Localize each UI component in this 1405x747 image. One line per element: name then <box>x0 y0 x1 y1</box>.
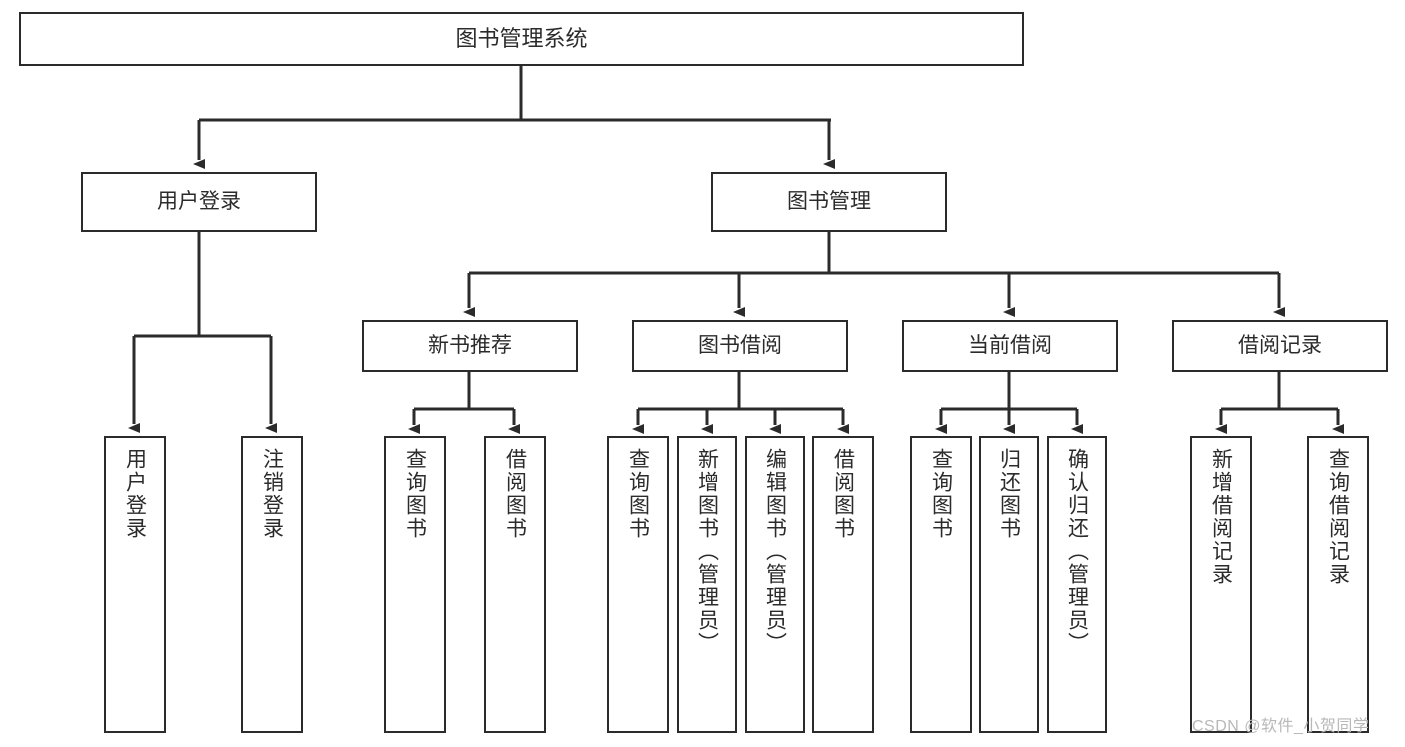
node-label: 用户登录 <box>157 189 241 213</box>
node-new-book-recommend[interactable]: 新书推荐 <box>362 320 578 372</box>
leaf-node-query-book-newbook[interactable]: 查询图书 <box>384 436 446 733</box>
node-label: 借阅图书 <box>503 448 527 540</box>
node-book-borrow[interactable]: 图书借阅 <box>632 320 848 372</box>
node-label: 查询图书 <box>626 448 650 540</box>
node-label: 编辑图书（管理员） <box>763 448 787 655</box>
node-label: 新增图书（管理员） <box>695 448 719 655</box>
node-label: 归还图书 <box>997 448 1021 540</box>
node-user-login[interactable]: 用户登录 <box>81 172 317 232</box>
node-label: 查询图书 <box>403 448 427 540</box>
leaf-node-borrow-book-newbook[interactable]: 借阅图书 <box>484 436 546 733</box>
node-label: 图书管理 <box>787 189 871 213</box>
node-label: 图书管理系统 <box>455 26 588 52</box>
node-label: 借阅图书 <box>831 448 855 540</box>
leaf-node-user-login[interactable]: 用户登录 <box>104 436 166 733</box>
node-label: 借阅记录 <box>1238 333 1322 357</box>
leaf-node-add-borrow-record[interactable]: 新增借阅记录 <box>1190 436 1252 733</box>
node-label: 新增借阅记录 <box>1209 448 1233 586</box>
node-root-system[interactable]: 图书管理系统 <box>19 12 1024 66</box>
leaf-node-borrow-book[interactable]: 借阅图书 <box>812 436 874 733</box>
leaf-node-add-book-admin[interactable]: 新增图书（管理员） <box>677 436 737 733</box>
node-current-borrow[interactable]: 当前借阅 <box>902 320 1118 372</box>
node-label: 当前借阅 <box>968 333 1052 357</box>
node-label: 查询图书 <box>929 448 953 540</box>
leaf-node-query-book-current[interactable]: 查询图书 <box>910 436 972 733</box>
node-borrow-record[interactable]: 借阅记录 <box>1172 320 1388 372</box>
leaf-node-confirm-return-admin[interactable]: 确认归还（管理员） <box>1047 436 1107 733</box>
leaf-node-edit-book-admin[interactable]: 编辑图书（管理员） <box>745 436 805 733</box>
leaf-node-query-book-borrow[interactable]: 查询图书 <box>607 436 669 733</box>
node-label: 查询借阅记录 <box>1326 448 1350 586</box>
node-label: 确认归还（管理员） <box>1065 448 1089 655</box>
leaf-node-return-book[interactable]: 归还图书 <box>979 436 1039 733</box>
leaf-node-query-borrow-record[interactable]: 查询借阅记录 <box>1307 436 1369 733</box>
node-label: 图书借阅 <box>698 333 782 357</box>
node-label: 用户登录 <box>123 448 147 540</box>
csdn-watermark: CSDN @软件_小贺同学 <box>1192 718 1370 735</box>
node-label: 新书推荐 <box>428 333 512 357</box>
node-label: 注销登录 <box>260 448 284 540</box>
leaf-node-logout[interactable]: 注销登录 <box>241 436 303 733</box>
node-book-management[interactable]: 图书管理 <box>711 172 947 232</box>
